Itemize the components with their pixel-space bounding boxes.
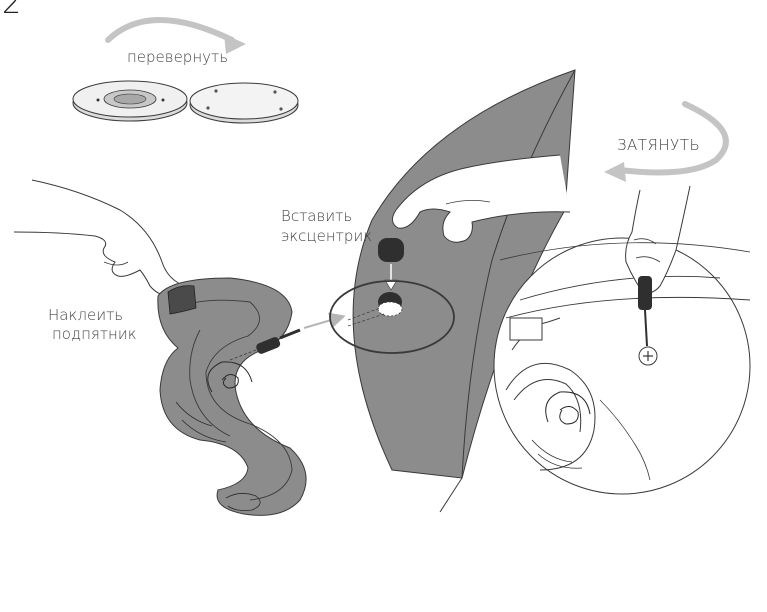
disc-back (190, 83, 298, 123)
label-insert-line1: Вставить (281, 207, 352, 225)
label-glue-line2: подпятник (52, 325, 137, 343)
step-number: 2 (2, 0, 21, 22)
hand-left-icon (14, 180, 186, 296)
detail-circle (494, 238, 750, 494)
disc-front (73, 81, 187, 121)
flip-arrow-icon (108, 20, 232, 40)
label-tighten: ЗАТЯНУТЬ (617, 136, 700, 154)
eccentric-cap (378, 238, 404, 262)
label-flip: перевернуть (127, 48, 228, 66)
label-glue-line1: Наклеить (48, 306, 123, 324)
tighten-arrowhead-icon (604, 162, 626, 182)
chair-leg (158, 278, 306, 515)
label-insert-line2: эксцентрик (281, 227, 372, 245)
